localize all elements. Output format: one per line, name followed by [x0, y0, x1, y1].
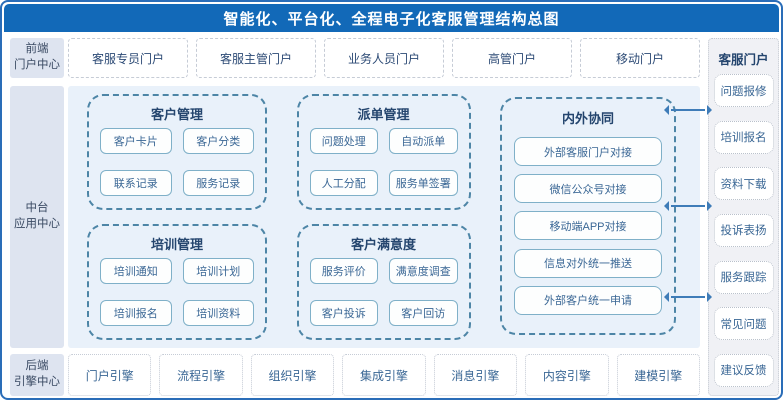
group-grid: 问题处理 自动派单 人工分配 服务单签署	[309, 125, 458, 199]
leaf-contact-record: 联系记录	[100, 169, 172, 196]
leaf-customer-callback: 客户回访	[389, 299, 458, 326]
leaf-training-material: 培训资料	[182, 299, 254, 326]
middle-application-panel: 客户管理 客户卡片 客户分类 联系记录 服务记录 培训管理 培训通知 培训计划 …	[68, 86, 700, 348]
engine-content: 内容引擎	[525, 354, 609, 396]
leaf-training-plan: 培训计划	[182, 258, 254, 285]
portal-item-issue-repair: 问题报修	[713, 74, 774, 107]
portal-item-suggestion-feedback: 建议反馈	[713, 353, 774, 387]
service-portal-items: 问题报修 培训报名 资料下载 投诉表扬 服务跟踪 常见问题 建议反馈	[713, 74, 774, 387]
group-dispatch-management: 派单管理 问题处理 自动派单 人工分配 服务单签署	[296, 94, 471, 210]
portal-item-complaint-praise: 投诉表扬	[713, 213, 774, 247]
leaf-service-order-sign: 服务单签署	[389, 169, 458, 196]
portal-item-material-download: 资料下载	[713, 167, 774, 201]
group-internal-external-collab: 内外协同 外部客服门户对接 微信公众号对接 移动端APP对接 信息对外统一推送 …	[500, 97, 676, 335]
leaf-mobile-app-link: 移动端APP对接	[514, 211, 662, 241]
portal-item-training-signup: 培训报名	[713, 120, 774, 154]
leaf-issue-handling: 问题处理	[309, 128, 378, 155]
group-grid: 服务评价 满意度调查 客户投诉 客户回访	[309, 255, 458, 329]
leaf-manual-assign: 人工分配	[309, 169, 378, 196]
module-column-3: 内外协同 外部客服门户对接 微信公众号对接 移动端APP对接 信息对外统一推送 …	[500, 94, 676, 340]
leaf-service-rating: 服务评价	[309, 258, 378, 285]
leaf-customer-complaint: 客户投诉	[309, 299, 378, 326]
left-rail-middle-app-center: 中台 应用中心	[10, 86, 64, 348]
left-rail-back-engine-center: 后端 引擎中心	[10, 354, 64, 396]
leaf-auto-dispatch: 自动派单	[389, 128, 458, 155]
leaf-external-portal-link: 外部客服门户对接	[514, 137, 662, 167]
diagram-title: 智能化、平台化、全程电子化客服管理结构总图	[223, 10, 560, 28]
leaf-wechat-official-link: 微信公众号对接	[514, 174, 662, 204]
engine-process: 流程引擎	[159, 354, 243, 396]
group-list: 外部客服门户对接 微信公众号对接 移动端APP对接 信息对外统一推送 外部客户统…	[514, 129, 662, 323]
engine-modeling: 建模引擎	[616, 354, 700, 396]
group-title: 内外协同	[561, 111, 614, 126]
leaf-unified-info-push: 信息对外统一推送	[514, 248, 662, 278]
portal-box-executive: 高管门户	[452, 38, 572, 78]
engine-row: 门户引擎 流程引擎 组织引擎 集成引擎 消息引擎 内容引擎 建模引擎	[68, 354, 700, 396]
service-portal-rail: 客服门户 问题报修 培训报名 资料下载 投诉表扬 服务跟踪 常见问题 建议反馈	[708, 38, 779, 396]
portal-row: 客服专员门户 客服主管门户 业务人员门户 高管门户 移动门户	[68, 38, 700, 78]
group-customer-satisfaction: 客户满意度 服务评价 满意度调查 客户投诉 客户回访	[296, 224, 471, 340]
leaf-training-notice: 培训通知	[100, 258, 172, 285]
double-arrow-top	[664, 105, 712, 115]
diagram-title-bar: 智能化、平台化、全程电子化客服管理结构总图	[4, 4, 779, 32]
double-arrow-bottom	[664, 292, 712, 302]
group-grid: 客户卡片 客户分类 联系记录 服务记录	[100, 125, 254, 199]
group-title: 客户管理	[150, 107, 203, 122]
service-portal-title: 客服门户	[718, 53, 769, 67]
portal-box-agent: 客服专员门户	[68, 38, 188, 78]
left-rail-front-portal-center: 前端 门户中心	[10, 38, 64, 78]
group-training-management: 培训管理 培训通知 培训计划 培训报名 培训资料	[87, 224, 267, 340]
portal-item-service-tracking: 服务跟踪	[713, 260, 774, 294]
double-arrow-middle	[664, 201, 712, 211]
leaf-satisfaction-survey: 满意度调查	[389, 258, 458, 285]
portal-item-faq: 常见问题	[713, 307, 774, 341]
leaf-customer-category: 客户分类	[182, 128, 254, 155]
module-column-1: 客户管理 客户卡片 客户分类 联系记录 服务记录 培训管理 培训通知 培训计划 …	[87, 94, 267, 340]
portal-box-business: 业务人员门户	[324, 38, 444, 78]
leaf-training-signup: 培训报名	[100, 299, 172, 326]
engine-portal: 门户引擎	[68, 354, 152, 396]
group-title: 派单管理	[357, 107, 410, 122]
engine-message: 消息引擎	[433, 354, 518, 396]
group-customer-management: 客户管理 客户卡片 客户分类 联系记录 服务记录	[87, 94, 267, 210]
leaf-service-record: 服务记录	[182, 169, 254, 196]
leaf-unified-external-request: 外部客户统一申请	[514, 285, 662, 315]
module-column-2: 派单管理 问题处理 自动派单 人工分配 服务单签署 客户满意度 服务评价 满意度…	[296, 94, 471, 340]
group-grid: 培训通知 培训计划 培训报名 培训资料	[100, 255, 254, 329]
leaf-customer-card: 客户卡片	[100, 128, 172, 155]
group-title: 培训管理	[150, 237, 203, 252]
portal-box-supervisor: 客服主管门户	[196, 38, 316, 78]
group-title: 客户满意度	[350, 237, 416, 252]
engine-integration: 集成引擎	[342, 354, 426, 396]
engine-organization: 组织引擎	[250, 354, 335, 396]
portal-box-mobile: 移动门户	[580, 38, 700, 78]
